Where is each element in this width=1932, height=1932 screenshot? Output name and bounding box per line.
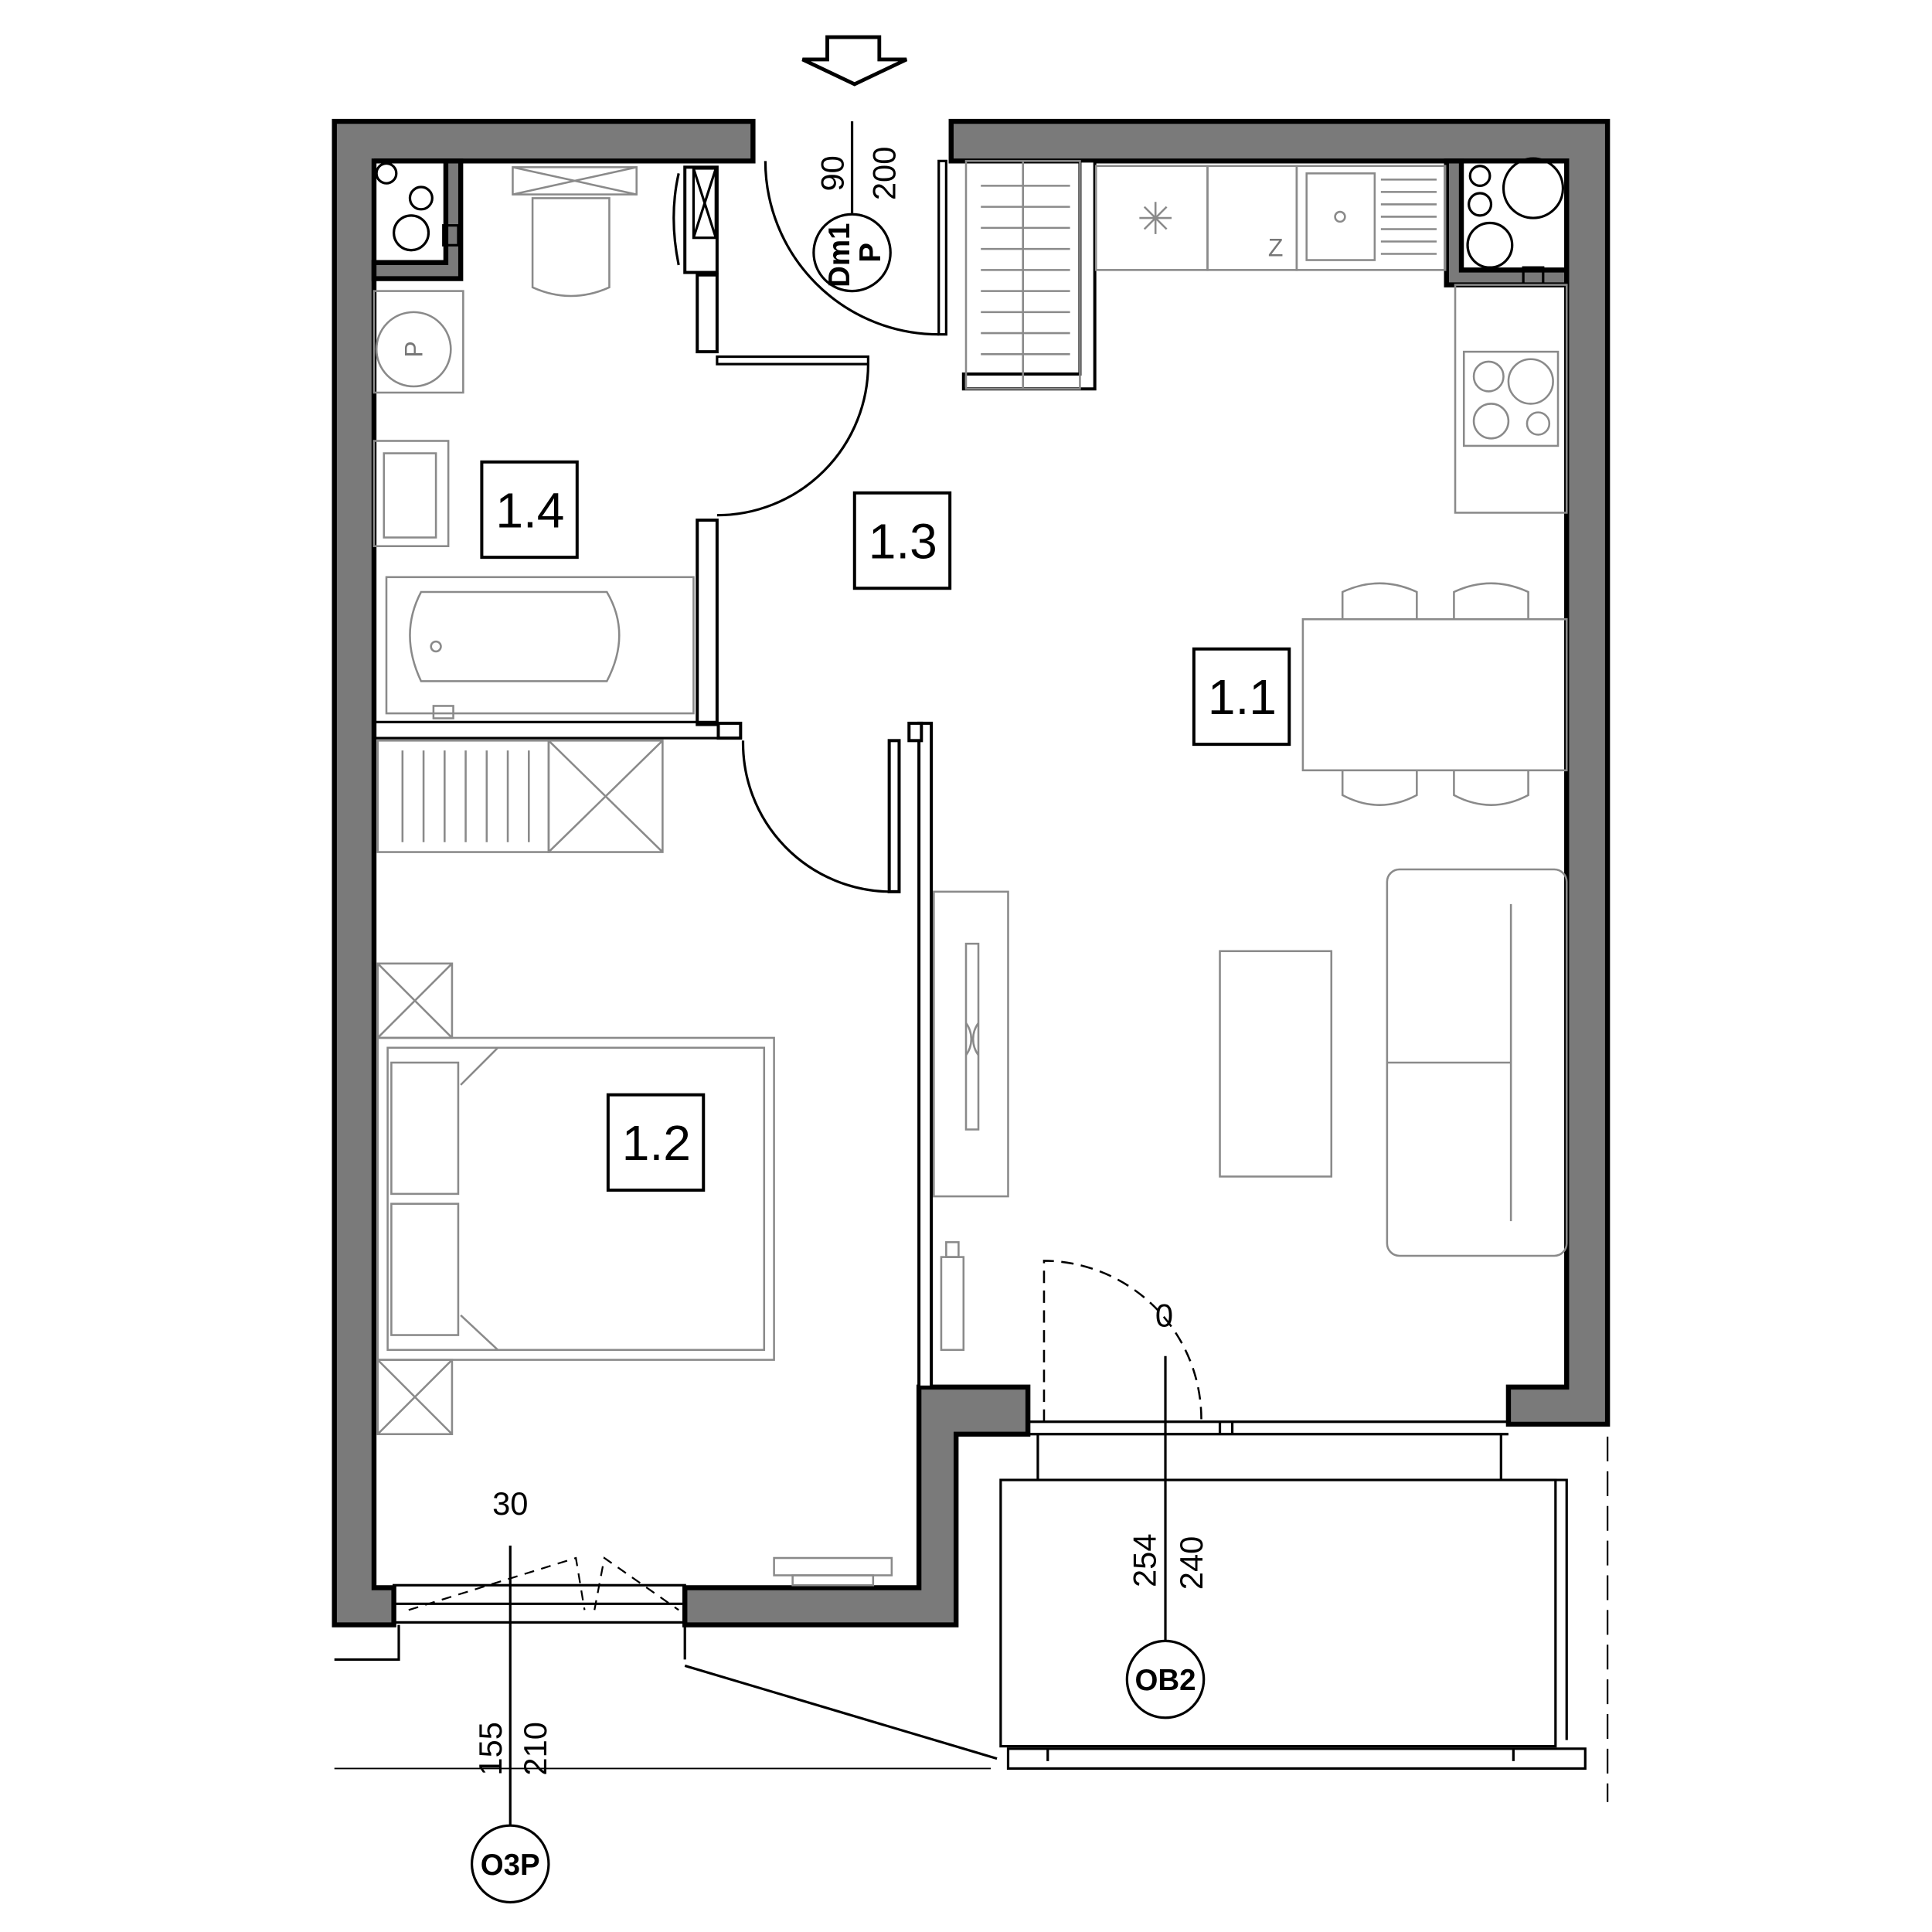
window-code: O3P bbox=[481, 1849, 540, 1882]
room-number: 1.3 bbox=[869, 513, 937, 569]
partition-bath-hall-upper bbox=[696, 273, 719, 354]
balcony-dim-right: 240 bbox=[1173, 1536, 1209, 1590]
entrance-door-tag: 90 200 Dm1 P bbox=[812, 121, 903, 293]
room-label-1-4: 1.4 bbox=[480, 460, 579, 560]
hall-wardrobe bbox=[964, 160, 1081, 390]
window-dim-right: 210 bbox=[517, 1722, 553, 1776]
door-height: 200 bbox=[866, 147, 903, 201]
balcony-dim-left: 254 bbox=[1126, 1533, 1162, 1587]
entrance-arrow-icon bbox=[801, 35, 908, 87]
bedroom-furniture bbox=[376, 740, 893, 1587]
window-dim-left: 155 bbox=[472, 1722, 509, 1776]
room-label-1-2: 1.2 bbox=[606, 1093, 706, 1192]
room-number: 1.4 bbox=[495, 482, 564, 538]
wall-top-right bbox=[948, 118, 1611, 1427]
door-width: 90 bbox=[814, 155, 850, 191]
balcony-door-tag: 0 254 240 OB2 bbox=[1125, 1297, 1209, 1719]
washer-label: P bbox=[400, 341, 427, 357]
balcony-door-code: OB2 bbox=[1134, 1664, 1196, 1697]
bathroom-door[interactable] bbox=[716, 355, 869, 517]
bedroom-window-tag: 30 155 210 O3P bbox=[470, 1485, 553, 1904]
partition-bedroom-living bbox=[917, 721, 934, 1389]
balcony bbox=[334, 1434, 1609, 1802]
room-label-1-1: 1.1 bbox=[1192, 647, 1291, 747]
bedroom-window bbox=[334, 1556, 686, 1662]
bedroom-door[interactable] bbox=[741, 740, 889, 893]
balcony-door-mark: 0 bbox=[1155, 1297, 1173, 1333]
room-label-1-3: 1.3 bbox=[852, 491, 952, 590]
dining-table bbox=[1301, 582, 1568, 806]
door-code: Dm1 bbox=[823, 223, 856, 287]
partition-bath-hall bbox=[696, 519, 719, 726]
balcony-door[interactable] bbox=[1028, 1260, 1509, 1436]
bathroom-fixtures: P bbox=[372, 166, 717, 719]
shaft-left bbox=[371, 158, 464, 281]
wall-left bbox=[332, 118, 756, 1628]
wall-bottom-middle bbox=[682, 1384, 1031, 1628]
room-number: 1.2 bbox=[622, 1115, 691, 1171]
fridge-label: Z bbox=[1268, 234, 1284, 262]
window-sill: 30 bbox=[492, 1485, 528, 1522]
entrance-door[interactable] bbox=[751, 121, 953, 336]
shaft-right bbox=[1444, 157, 1570, 287]
living-furniture bbox=[933, 868, 1568, 1352]
room-number: 1.1 bbox=[1208, 669, 1277, 725]
kitchen: Z bbox=[1094, 165, 1568, 514]
door-type: P bbox=[854, 243, 887, 263]
